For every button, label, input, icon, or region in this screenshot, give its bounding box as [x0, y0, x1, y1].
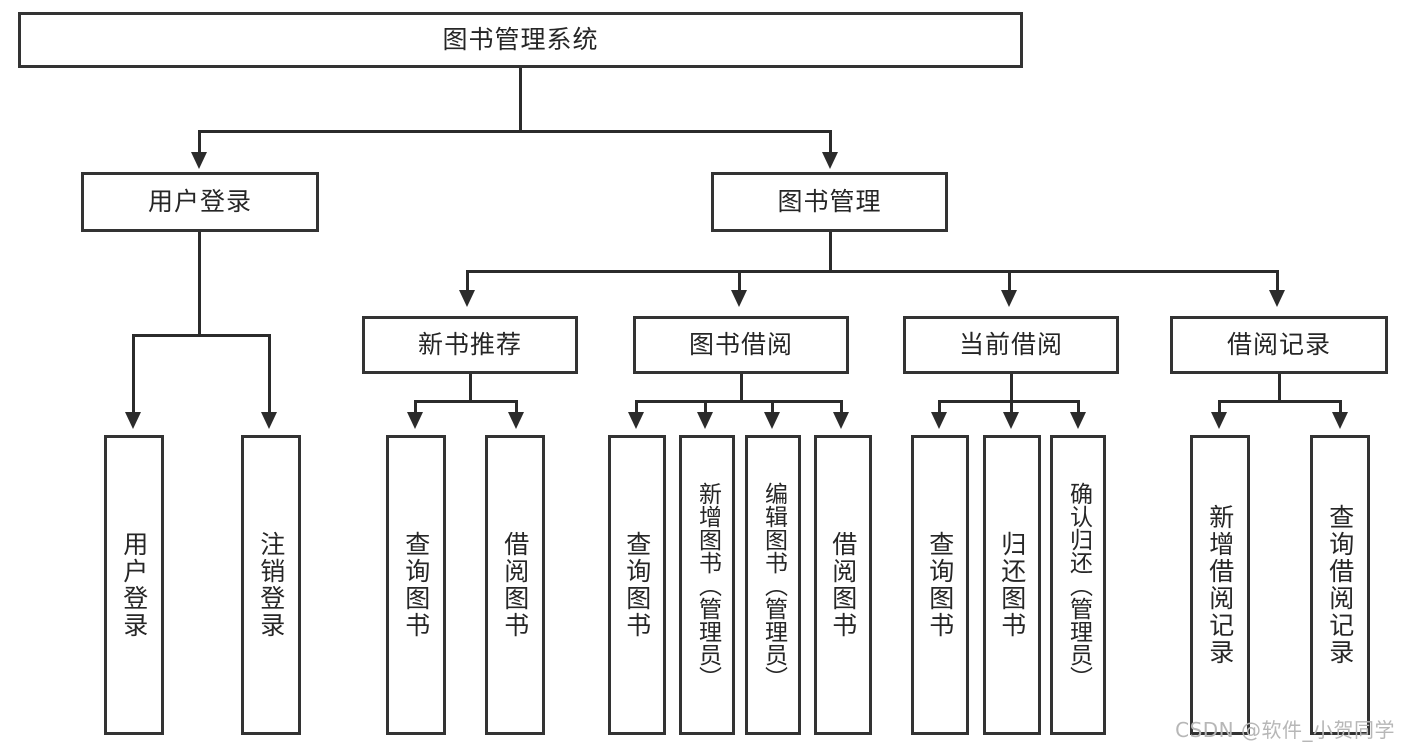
connector-user-login-bus: [132, 334, 271, 337]
arrow-to-leaf-confirm-return: [1070, 412, 1086, 429]
arrow-to-leaf-borrow-book-2: [833, 412, 849, 429]
node-label: 新增借阅记录: [1205, 504, 1235, 666]
connector-book-manage-stem: [829, 232, 832, 272]
node-leaf-query-book-2[interactable]: 查询图书: [608, 435, 666, 735]
node-user-login[interactable]: 用户登录: [81, 172, 319, 232]
connector-borrow-record-drop-2: [1339, 400, 1342, 414]
connector-new-book-stem: [469, 374, 472, 402]
connector-root-stem: [519, 68, 522, 132]
node-leaf-add-book[interactable]: 新增图书（管理员）: [679, 435, 735, 735]
arrow-to-leaf-logout: [261, 412, 277, 429]
node-leaf-borrow-book-2[interactable]: 借阅图书: [814, 435, 872, 735]
arrow-to-leaf-borrow-book-1: [508, 412, 524, 429]
arrow-to-book-manage: [822, 152, 838, 169]
connector-book-borrow-drop-1: [635, 400, 638, 414]
node-new-book-recommend[interactable]: 新书推荐: [362, 316, 578, 374]
node-label: 借阅图书: [828, 531, 858, 639]
node-label: 注销登录: [256, 531, 286, 639]
node-label: 当前借阅: [958, 329, 1063, 359]
connector-book-manage-drop-4: [1276, 270, 1279, 292]
node-root[interactable]: 图书管理系统: [18, 12, 1023, 68]
node-leaf-user-login[interactable]: 用户登录: [104, 435, 164, 735]
node-leaf-return-book[interactable]: 归还图书: [983, 435, 1041, 735]
connector-book-borrow-bus: [635, 400, 843, 403]
node-book-borrow[interactable]: 图书借阅: [633, 316, 849, 374]
node-leaf-borrow-book-1[interactable]: 借阅图书: [485, 435, 545, 735]
connector-borrow-record-drop-1: [1218, 400, 1221, 414]
arrow-to-current-borrow: [1001, 290, 1017, 307]
connector-user-login-drop-1: [132, 334, 135, 414]
node-label: 用户登录: [147, 186, 252, 216]
arrow-to-new-book-recommend: [459, 290, 475, 307]
node-label: 图书管理系统: [442, 24, 599, 54]
node-label: 查询图书: [622, 531, 652, 639]
connector-root-to-user-login: [198, 130, 201, 154]
arrow-to-leaf-add-record: [1211, 412, 1227, 429]
node-label: 借阅记录: [1226, 329, 1331, 359]
node-leaf-edit-book[interactable]: 编辑图书（管理员）: [745, 435, 801, 735]
connector-book-manage-bus: [466, 270, 1279, 273]
arrow-to-leaf-add-book: [697, 412, 713, 429]
arrow-to-borrow-record: [1269, 290, 1285, 307]
node-label: 新增图书（管理员）: [694, 481, 721, 689]
watermark-text: CSDN @软件_小贺同学: [1175, 718, 1395, 742]
node-label: 新书推荐: [417, 329, 522, 359]
node-borrow-record[interactable]: 借阅记录: [1170, 316, 1388, 374]
connector-root-bus: [198, 130, 832, 133]
node-book-manage[interactable]: 图书管理: [711, 172, 948, 232]
connector-book-manage-drop-2: [738, 270, 741, 292]
node-label: 查询图书: [401, 531, 431, 639]
node-label: 编辑图书（管理员）: [760, 481, 787, 689]
connector-book-borrow-drop-3: [771, 400, 774, 414]
connector-current-borrow-drop-2: [1010, 400, 1013, 414]
connector-book-manage-drop-1: [466, 270, 469, 292]
arrow-to-leaf-edit-book: [764, 412, 780, 429]
node-leaf-query-book-1[interactable]: 查询图书: [386, 435, 446, 735]
connector-book-borrow-stem: [740, 374, 743, 402]
connector-new-book-bus: [414, 400, 518, 403]
arrow-to-leaf-query-book-2: [628, 412, 644, 429]
node-label: 查询图书: [925, 531, 955, 639]
connector-user-login-stem: [198, 232, 201, 336]
connector-current-borrow-drop-3: [1077, 400, 1080, 414]
node-label: 归还图书: [997, 531, 1027, 639]
connector-current-borrow-drop-1: [938, 400, 941, 414]
connector-book-manage-drop-3: [1008, 270, 1011, 292]
arrow-to-leaf-user-login: [125, 412, 141, 429]
node-leaf-query-record[interactable]: 查询借阅记录: [1310, 435, 1370, 735]
node-label: 确认归还（管理员）: [1065, 481, 1092, 689]
arrow-to-user-login: [191, 152, 207, 169]
arrow-to-book-borrow: [731, 290, 747, 307]
connector-new-book-drop-1: [414, 400, 417, 414]
node-label: 借阅图书: [500, 531, 530, 639]
node-label: 图书借阅: [688, 329, 793, 359]
connector-book-borrow-drop-4: [840, 400, 843, 414]
node-leaf-query-book-3[interactable]: 查询图书: [911, 435, 969, 735]
node-label: 图书管理: [777, 186, 882, 216]
node-label: 用户登录: [119, 531, 149, 639]
connector-borrow-record-bus: [1218, 400, 1342, 403]
connector-new-book-drop-2: [515, 400, 518, 414]
connector-book-borrow-drop-2: [704, 400, 707, 414]
node-current-borrow[interactable]: 当前借阅: [903, 316, 1119, 374]
arrow-to-leaf-query-book-1: [407, 412, 423, 429]
connector-borrow-record-stem: [1278, 374, 1281, 402]
connector-user-login-drop-2: [268, 334, 271, 414]
arrow-to-leaf-query-record: [1332, 412, 1348, 429]
node-leaf-add-record[interactable]: 新增借阅记录: [1190, 435, 1250, 735]
arrow-to-leaf-return-book: [1003, 412, 1019, 429]
node-label: 查询借阅记录: [1325, 504, 1355, 666]
connector-current-borrow-stem: [1010, 374, 1013, 402]
arrow-to-leaf-query-book-3: [931, 412, 947, 429]
node-leaf-confirm-return[interactable]: 确认归还（管理员）: [1050, 435, 1106, 735]
connector-root-to-book-manage: [829, 130, 832, 154]
node-leaf-logout[interactable]: 注销登录: [241, 435, 301, 735]
connector-current-borrow-bus: [938, 400, 1080, 403]
